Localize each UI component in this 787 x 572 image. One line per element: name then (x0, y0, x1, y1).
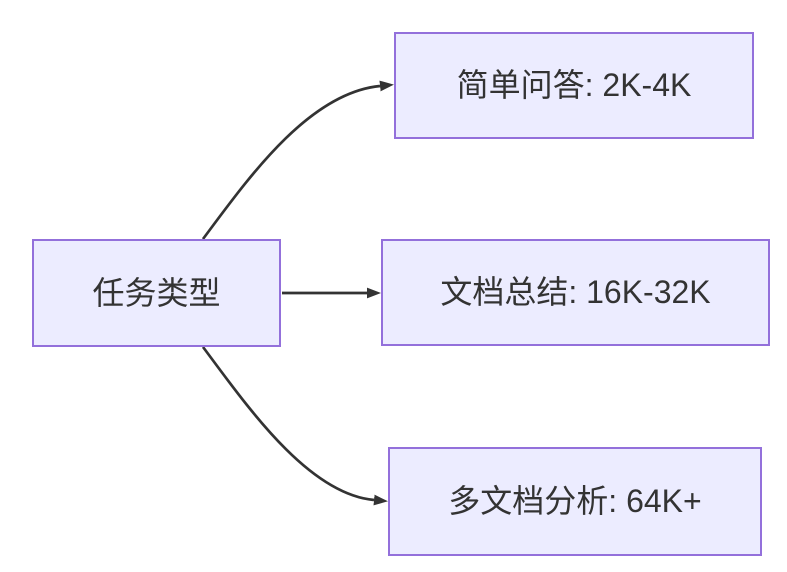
node-task-type: 任务类型 (32, 239, 281, 347)
edge-task-type-to-simple-qa (201, 80, 394, 240)
node-simple-qa: 简单问答: 2K-4K (394, 32, 754, 139)
node-doc-summary: 文档总结: 16K-32K (381, 239, 770, 346)
node-task-type-label: 任务类型 (92, 274, 221, 311)
node-multi-doc-analysis-label: 多文档分析: 64K+ (448, 483, 702, 520)
edge-task-type-to-multi-doc-analysis (201, 346, 388, 506)
node-multi-doc-analysis: 多文档分析: 64K+ (388, 447, 762, 556)
node-doc-summary-label: 文档总结: 16K-32K (440, 274, 711, 311)
node-simple-qa-label: 简单问答: 2K-4K (456, 67, 692, 104)
